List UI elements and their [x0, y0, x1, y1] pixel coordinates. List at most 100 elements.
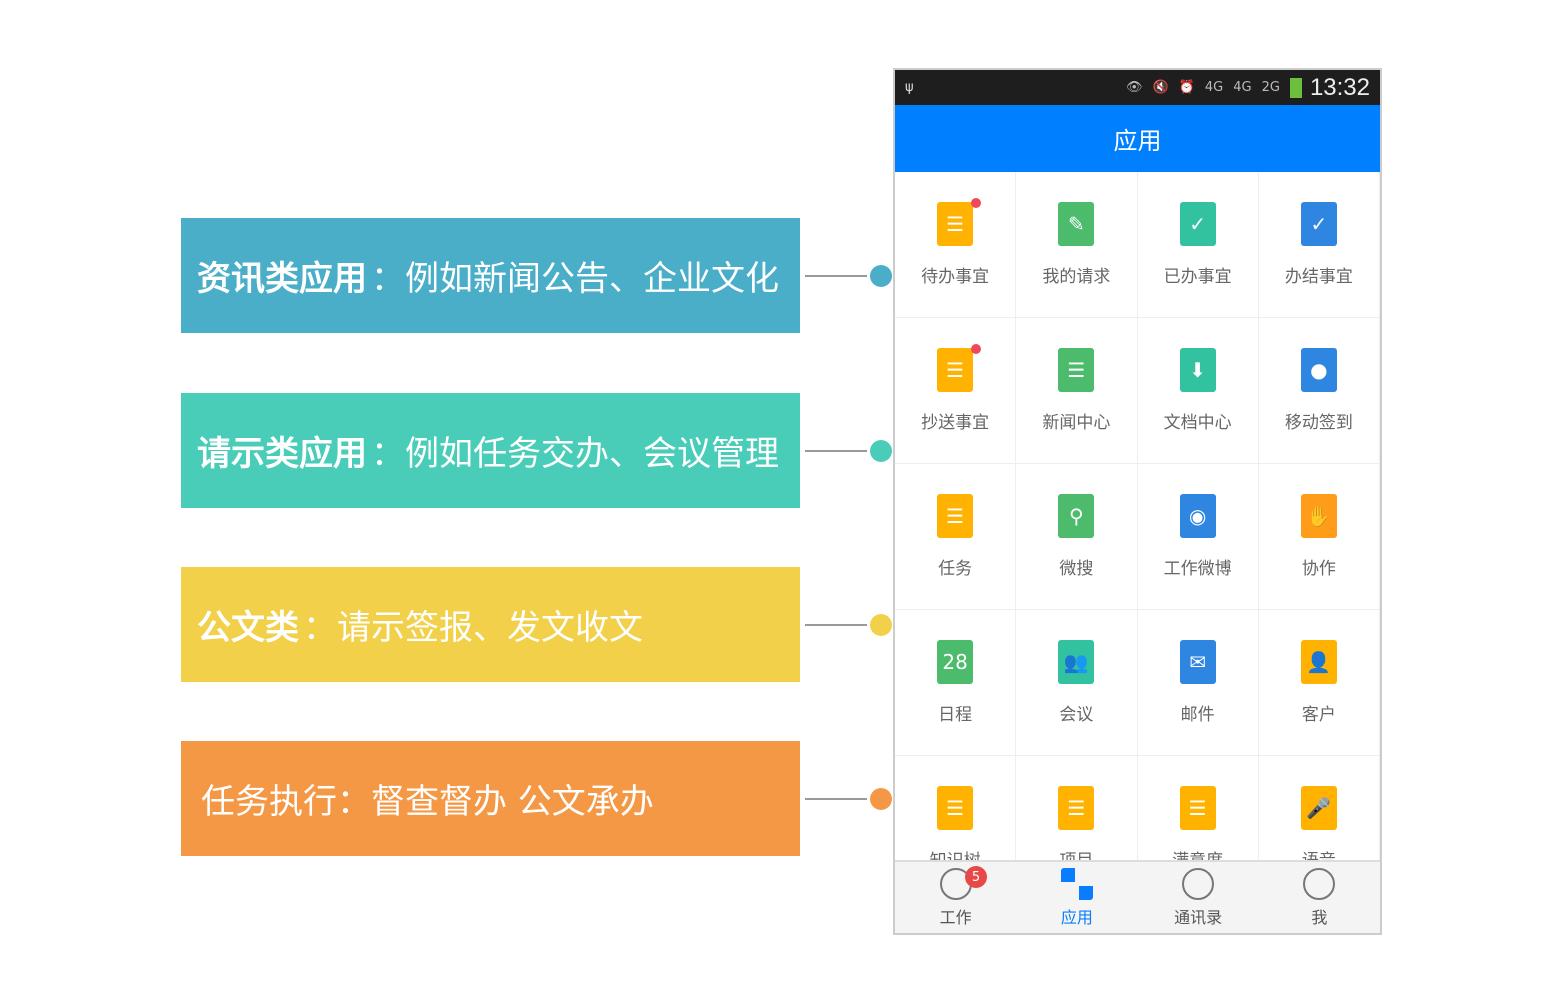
- app-item[interactable]: ☰ 抄送事宜: [895, 318, 1017, 464]
- app-icon: 👤: [1300, 640, 1337, 684]
- app-icon: ✋: [1300, 494, 1337, 538]
- tab-item[interactable]: 应用: [1016, 862, 1137, 933]
- network-4g-icon: 4G: [1204, 80, 1224, 95]
- tab-icon: [1060, 868, 1093, 900]
- banner-text: 任务执行：督查督办 公文承办: [201, 782, 654, 822]
- app-item[interactable]: ✎ 我的请求: [1016, 172, 1138, 318]
- app-label: 已办事宜: [1163, 267, 1232, 287]
- app-item[interactable]: 28 日程: [895, 610, 1017, 756]
- connector-dot: [870, 265, 892, 287]
- app-label: 项目: [1059, 846, 1093, 860]
- category-banner: 请示类应用 ：例如任务交办、会议管理: [181, 393, 800, 508]
- app-label: 工作微博: [1163, 559, 1232, 579]
- app-label: 客户: [1301, 705, 1336, 725]
- connector-line: [805, 798, 867, 800]
- app-item[interactable]: ☰ 知识树: [895, 756, 1017, 860]
- signal-2g-icon: 2G: [1261, 80, 1280, 95]
- tab-label: 我: [1311, 908, 1328, 927]
- banner-text: ：例如新闻公告、企业文化: [371, 259, 779, 299]
- banner-text: ：例如任务交办、会议管理: [371, 434, 779, 474]
- bottom-tab-bar: 5 工作 应用 通讯录 我: [895, 860, 1380, 933]
- app-icon: ☰: [937, 198, 982, 246]
- app-item[interactable]: ☰ 任务: [895, 464, 1017, 610]
- app-label: 满意度: [1172, 846, 1223, 860]
- app-label: 新闻中心: [1042, 413, 1111, 433]
- app-item[interactable]: ☰ 满意度: [1138, 756, 1259, 860]
- app-label: 会议: [1059, 705, 1094, 725]
- page-title: 应用: [895, 105, 1380, 172]
- app-item[interactable]: ☰ 待办事宜: [895, 172, 1017, 318]
- app-item[interactable]: 👤 客户: [1258, 610, 1380, 756]
- usb-icon: ψ: [905, 80, 914, 95]
- app-icon: ✓: [1179, 202, 1216, 246]
- battery-icon: [1289, 77, 1302, 98]
- tab-item[interactable]: 5 工作: [895, 862, 1016, 933]
- tab-item[interactable]: 我: [1259, 862, 1380, 933]
- app-label: 移动签到: [1284, 413, 1353, 433]
- app-icon: ☰: [1179, 786, 1216, 830]
- app-item[interactable]: ✓ 已办事宜: [1137, 172, 1259, 318]
- banner-title: 资讯类应用: [197, 259, 367, 299]
- app-icon: ⚲: [1058, 494, 1095, 538]
- app-icon: 👥: [1058, 640, 1095, 684]
- category-banner: 公文类 ：请示签报、发文收文: [181, 567, 800, 682]
- app-item[interactable]: ⬇ 文档中心: [1137, 318, 1259, 464]
- category-banner: 资讯类应用 ：例如新闻公告、企业文化: [181, 218, 800, 333]
- app-icon: ✓: [1300, 202, 1337, 246]
- eye-icon: 👁: [1125, 80, 1143, 95]
- app-label: 我的请求: [1042, 267, 1111, 287]
- app-item[interactable]: ⚲ 微搜: [1016, 464, 1138, 610]
- app-icon: ✉: [1179, 640, 1216, 684]
- phone-screen: ψ 👁 🔇 ⏰ 4G 4G 2G 13:32 应用 ☰ 待办事宜 ✎ 我的请求 …: [893, 68, 1382, 935]
- app-label: 任务: [938, 559, 973, 579]
- app-grid[interactable]: ☰ 待办事宜 ✎ 我的请求 ✓ 已办事宜 ✓ 办结事宜 ☰ 抄送事宜 ☰ 新闻中…: [895, 172, 1380, 860]
- app-icon: ☰: [937, 344, 982, 392]
- app-icon: ⬇: [1179, 348, 1216, 392]
- app-label: 文档中心: [1163, 413, 1232, 433]
- app-icon: 28: [937, 640, 974, 684]
- app-item[interactable]: 👥 会议: [1016, 610, 1138, 756]
- connector-line: [805, 624, 867, 626]
- app-label: 办结事宜: [1284, 267, 1353, 287]
- app-icon: ☰: [1058, 348, 1095, 392]
- app-label: 知识树: [930, 846, 981, 860]
- clock: 13:32: [1309, 73, 1370, 101]
- tab-item[interactable]: 通讯录: [1138, 862, 1259, 933]
- banner-title: 公文类: [197, 608, 299, 648]
- tab-label: 工作: [939, 908, 972, 927]
- app-item[interactable]: ● 移动签到: [1258, 318, 1380, 464]
- app-icon: ✎: [1058, 202, 1095, 246]
- app-item[interactable]: ◉ 工作微博: [1137, 464, 1259, 610]
- signal-4g-icon: 4G: [1233, 80, 1252, 95]
- app-item[interactable]: ✉ 邮件: [1137, 610, 1259, 756]
- app-item[interactable]: ✋ 协作: [1258, 464, 1380, 610]
- app-label: 邮件: [1180, 705, 1215, 725]
- badge: 5: [965, 866, 987, 888]
- app-icon: ☰: [937, 494, 974, 538]
- tab-label: 应用: [1060, 908, 1093, 927]
- app-label: 待办事宜: [921, 267, 990, 287]
- notification-dot: [971, 344, 982, 354]
- app-label: 抄送事宜: [921, 413, 990, 433]
- banner-title: 请示类应用: [197, 434, 367, 474]
- app-item[interactable]: 🎤 语音: [1259, 756, 1380, 860]
- tab-label: 通讯录: [1174, 908, 1223, 927]
- app-icon: ☰: [1058, 786, 1095, 830]
- app-icon: ☰: [937, 786, 974, 830]
- app-item[interactable]: ✓ 办结事宜: [1258, 172, 1380, 318]
- connector-line: [805, 275, 867, 277]
- app-label: 微搜: [1059, 559, 1094, 579]
- app-item[interactable]: ☰ 项目: [1016, 756, 1138, 860]
- app-label: 日程: [938, 705, 973, 725]
- connector-line: [805, 450, 867, 452]
- app-icon: 🎤: [1300, 786, 1337, 830]
- connector-dot: [870, 614, 892, 636]
- app-item[interactable]: ☰ 新闻中心: [1016, 318, 1138, 464]
- app-icon: ●: [1300, 348, 1337, 392]
- app-label: 语音: [1302, 846, 1336, 860]
- status-bar: ψ 👁 🔇 ⏰ 4G 4G 2G 13:32: [895, 70, 1380, 105]
- alarm-icon: ⏰: [1178, 80, 1195, 95]
- tab-icon: [1182, 868, 1215, 900]
- notification-dot: [971, 198, 982, 208]
- mute-icon: 🔇: [1152, 80, 1169, 95]
